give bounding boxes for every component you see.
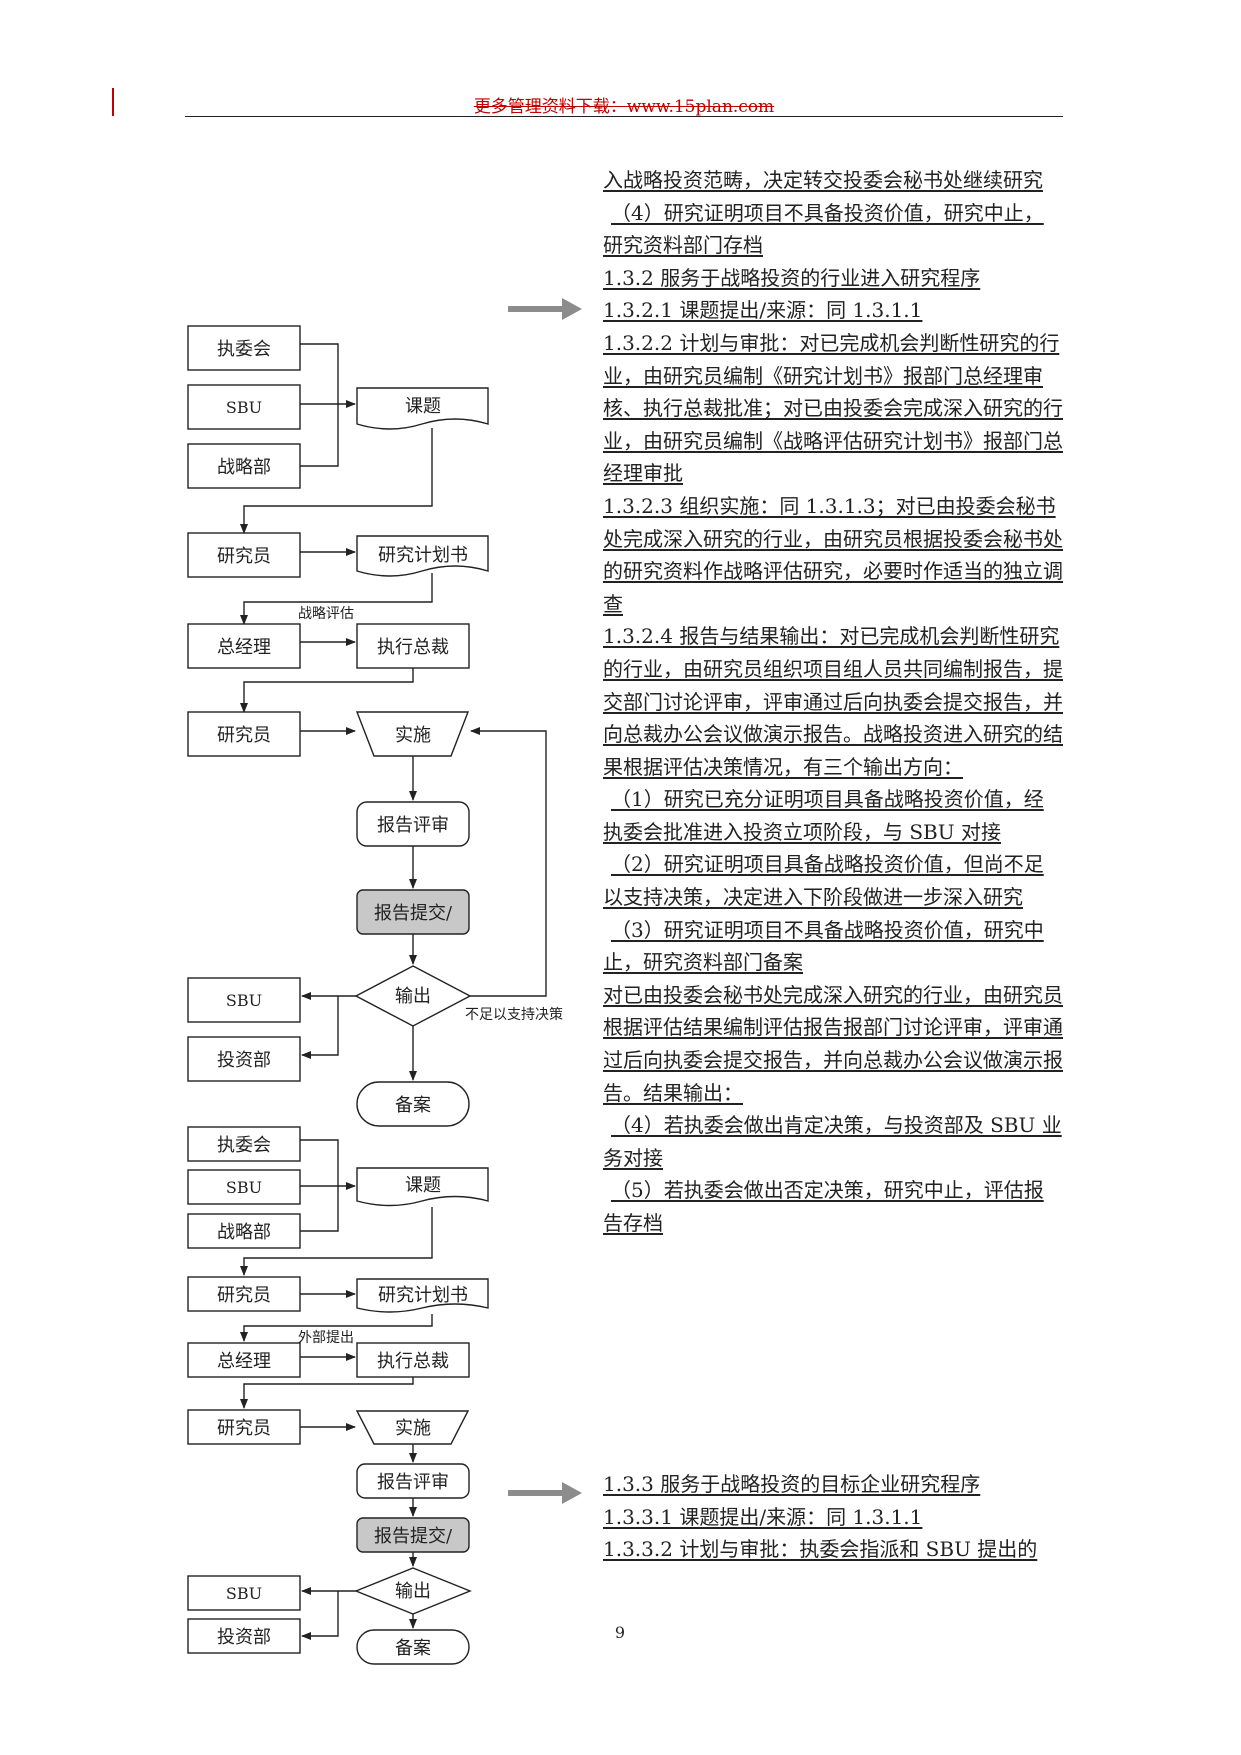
paragraph: （5）若执委会做出否定决策，研究中止，评估报告存档 <box>603 1178 1044 1235</box>
svg-text:SBU: SBU <box>226 991 262 1010</box>
svg-text:执委会: 执委会 <box>217 1135 271 1156</box>
label-external: 外部提出 <box>298 1330 354 1346</box>
section-heading-1-3-2: 1.3.2 服务于战略投资的行业进入研究程序 <box>603 265 981 290</box>
paragraph: 入战略投资范畴，决定转交投委会秘书处继续研究 <box>603 168 1043 192</box>
paragraph: （1）研究已充分证明项目具备战略投资价值，经执委会批准进入投资立项阶段，与 SB… <box>603 787 1044 844</box>
node-general-manager: 总经理 <box>187 623 301 669</box>
text-column-lower: 1.3.3 服务于战略投资的目标企业研究程序 1.3.3.1 课题提出/来源：同… <box>603 1468 1063 1566</box>
paragraph: 1.3.3.2 计划与审批：执委会指派和 SBU 提出的 <box>603 1537 1038 1562</box>
node-exec-committee: 执委会 <box>187 1126 301 1162</box>
node-researcher-2: 研究员 <box>187 711 301 757</box>
svg-text:研究计划书: 研究计划书 <box>378 1285 468 1306</box>
node-archive: 备案 <box>356 1081 470 1127</box>
svg-text:投资部: 投资部 <box>217 1050 271 1071</box>
svg-text:研究员: 研究员 <box>217 725 271 746</box>
svg-text:SBU: SBU <box>226 1584 262 1603</box>
svg-text:备案: 备案 <box>395 1638 431 1659</box>
paragraph: 对已由投委会秘书处完成深入研究的行业，由研究员根据评估结果编制评估报告报部门讨论… <box>603 982 1063 1105</box>
header-rule <box>185 116 1063 117</box>
node-sbu: SBU <box>187 1169 301 1205</box>
paragraph: （4）研究证明项目不具备投资价值，研究中止，研究资料部门存档 <box>603 200 1044 258</box>
svg-text:研究员: 研究员 <box>217 1418 271 1439</box>
svg-text:总经理: 总经理 <box>217 637 271 658</box>
node-sbu-output: SBU <box>187 1575 301 1611</box>
page-number: 9 <box>614 1623 626 1642</box>
section-heading-1-3-3: 1.3.3 服务于战略投资的目标企业研究程序 <box>603 1472 981 1496</box>
node-implement: 实施 <box>355 1410 470 1445</box>
node-investment-dept: 投资部 <box>187 1618 301 1654</box>
node-sbu: SBU <box>187 384 301 430</box>
svg-text:执委会: 执委会 <box>217 339 271 360</box>
svg-text:SBU: SBU <box>226 398 262 417</box>
paragraph: 1.3.2.3 组织实施：同 1.3.1.3；对已由投委会秘书处完成深入研究的行… <box>603 493 1063 616</box>
paragraph: （3）研究证明项目不具备战略投资价值，研究中止，研究资料部门备案 <box>603 917 1044 975</box>
svg-text:课题: 课题 <box>405 1175 441 1196</box>
paragraph: （2）研究证明项目具备战略投资价值，但尚不足以支持决策，决定进入下阶段做进一步深… <box>603 852 1044 910</box>
paragraph: 1.3.2.2 计划与审批：对已完成机会判断性研究的行业，由研究员编制《研究计划… <box>603 330 1063 486</box>
node-report-review: 报告评审 <box>356 801 470 847</box>
svg-text:备案: 备案 <box>395 1095 431 1116</box>
svg-text:报告提交/: 报告提交/ <box>374 903 453 924</box>
text-column-upper: 入战略投资范畴，决定转交投委会秘书处继续研究 （4）研究证明项目不具备投资价值，… <box>603 164 1063 1240</box>
node-output-decision: 输出 <box>354 1567 472 1615</box>
svg-text:实施: 实施 <box>395 725 431 746</box>
node-report-submit: 报告提交/ <box>356 889 470 935</box>
node-research-plan: 研究计划书 <box>356 1278 489 1313</box>
node-investment-dept: 投资部 <box>187 1036 301 1082</box>
pointer-arrow-icon <box>508 1482 582 1504</box>
svg-text:输出: 输出 <box>395 986 431 1007</box>
paragraph: 1.3.2.1 课题提出/来源：同 1.3.1.1 <box>603 298 923 323</box>
node-executive-president: 执行总裁 <box>356 1342 470 1378</box>
node-research-plan: 研究计划书 <box>356 535 489 577</box>
svg-text:执行总裁: 执行总裁 <box>377 637 449 658</box>
node-sbu-output: SBU <box>187 977 301 1023</box>
svg-text:研究员: 研究员 <box>217 1285 271 1306</box>
svg-text:实施: 实施 <box>395 1418 431 1439</box>
paragraph: 1.3.2.4 报告与结果输出：对已完成机会判断性研究的行业，由研究员组织项目组… <box>603 624 1063 779</box>
svg-text:战略部: 战略部 <box>217 457 271 478</box>
node-executive-president: 执行总裁 <box>356 623 470 669</box>
svg-text:执行总裁: 执行总裁 <box>377 1351 449 1372</box>
node-exec-committee: 执委会 <box>187 325 301 371</box>
node-topic: 课题 <box>356 387 489 430</box>
flowchart-2: 执委会 SBU 战略部 课题 研究员 研究计划书 外部提出 总 <box>187 1126 489 1665</box>
node-researcher: 研究员 <box>187 532 301 578</box>
margin-mark <box>112 88 114 116</box>
node-strategy-dept: 战略部 <box>187 443 301 489</box>
svg-text:课题: 课题 <box>405 396 441 417</box>
flowchart-1: 执委会 SBU 战略部 课题 研究员 研究计划书 战略评估 总 <box>187 325 563 1127</box>
label-strategic-eval: 战略评估 <box>298 606 354 622</box>
node-general-manager: 总经理 <box>187 1342 301 1378</box>
paragraph: （4）若执委会做出肯定决策，与投资部及 SBU 业务对接 <box>603 1113 1062 1170</box>
node-archive: 备案 <box>356 1629 470 1665</box>
svg-text:投资部: 投资部 <box>217 1627 271 1648</box>
node-strategy-dept: 战略部 <box>187 1213 301 1249</box>
paragraph: 1.3.3.1 课题提出/来源：同 1.3.1.1 <box>603 1504 923 1529</box>
node-report-submit: 报告提交/ <box>356 1517 470 1553</box>
node-output-decision: 输出 <box>354 965 472 1027</box>
node-researcher: 研究员 <box>187 1276 301 1312</box>
svg-text:研究员: 研究员 <box>217 546 271 567</box>
svg-text:战略部: 战略部 <box>217 1222 271 1243</box>
svg-text:报告评审: 报告评审 <box>377 1472 449 1493</box>
node-implement: 实施 <box>355 711 470 757</box>
svg-text:报告评审: 报告评审 <box>377 815 449 836</box>
pointer-arrow-icon <box>508 298 582 320</box>
label-insufficient: 不足以支持决策 <box>465 1006 563 1023</box>
svg-text:研究计划书: 研究计划书 <box>378 545 468 566</box>
header-download-link[interactable]: 更多管理资料下载：www.15plan.com <box>473 97 775 117</box>
svg-text:输出: 输出 <box>395 1581 431 1602</box>
svg-text:SBU: SBU <box>226 1178 262 1197</box>
svg-text:总经理: 总经理 <box>217 1351 271 1372</box>
node-researcher-2: 研究员 <box>187 1409 301 1445</box>
svg-text:报告提交/: 报告提交/ <box>374 1526 453 1547</box>
node-report-review: 报告评审 <box>356 1463 470 1499</box>
node-topic: 课题 <box>356 1167 489 1207</box>
